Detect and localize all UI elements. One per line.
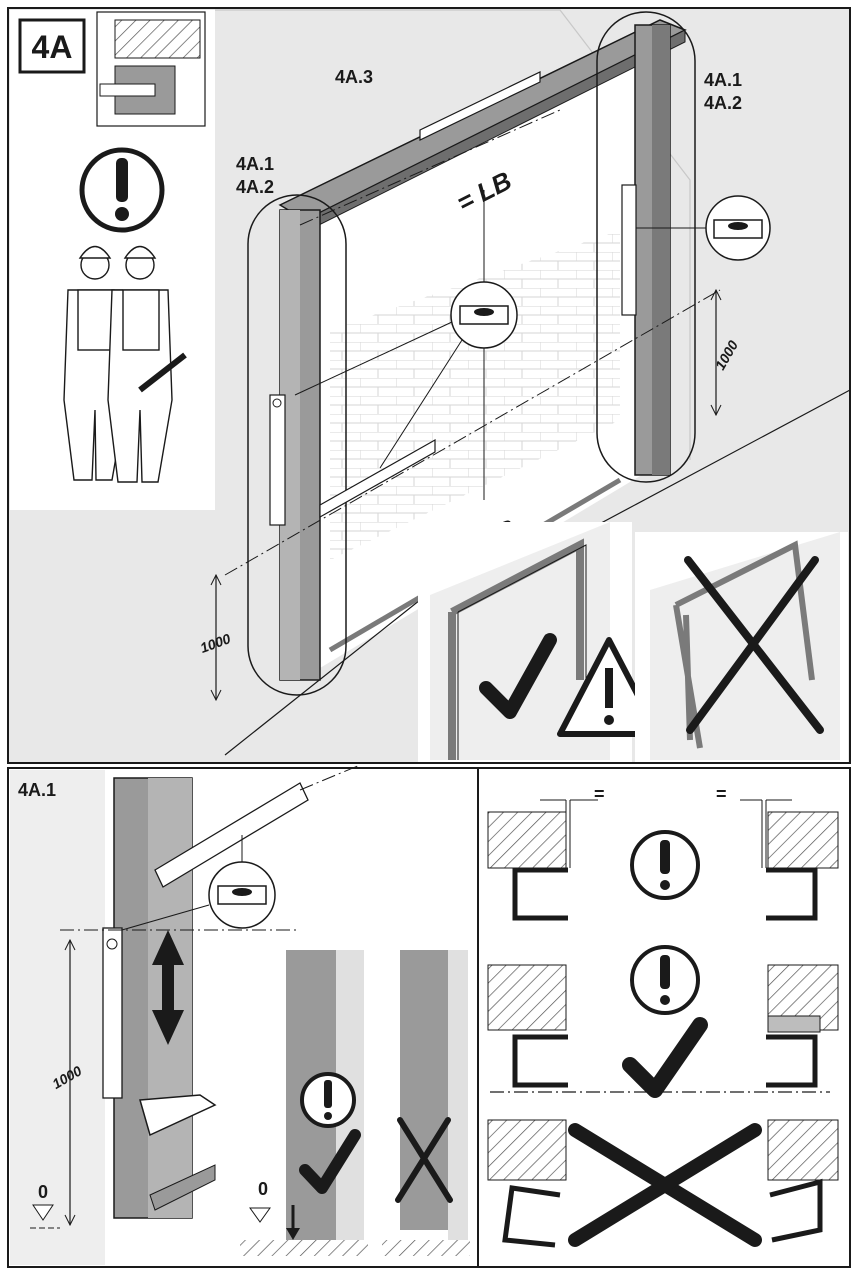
top-panel: 4A 4A.3 4A.1 4A.2: [7, 7, 851, 764]
bottom-right-panel: = =: [477, 767, 851, 1268]
right-door-post: [621, 24, 671, 476]
spirit-level-diagonal: [154, 782, 309, 888]
label-left-post-1: 4A.1: [236, 154, 274, 174]
left-post-highlight: [247, 194, 347, 696]
zero-left: 0: [38, 1182, 48, 1202]
label-right-post-1: 4A.1: [704, 70, 742, 90]
exclamation-icon: [630, 830, 700, 900]
frame-profile: [512, 867, 568, 921]
spirit-level-top: [419, 71, 541, 141]
workers-illustration: [63, 245, 187, 483]
label-left-post-2: 4A.2: [236, 177, 274, 197]
spirit-level-left: [269, 394, 286, 526]
label-bottom-left: 4A.1: [18, 780, 56, 800]
step-badge-label: 4A: [32, 29, 73, 65]
cross-icon: [568, 1123, 762, 1247]
warning-triangle-icon: [557, 637, 661, 737]
label-top-beam: 4A.3: [335, 67, 373, 87]
left-door-post: [269, 209, 321, 681]
exclamation-icon: [630, 945, 700, 1015]
frame-profile: [766, 867, 818, 921]
check-icon: [299, 1129, 361, 1194]
ground-marker-icon: [30, 1204, 60, 1229]
cross-icon: [684, 556, 824, 734]
spirit-level-floor: [319, 438, 436, 519]
cross-icon: [395, 1117, 453, 1203]
spirit-level-vertical: [102, 927, 123, 1099]
spirit-level-icon: [294, 281, 518, 469]
label-right-post-2: 4A.2: [704, 93, 742, 113]
wall-left-3: [487, 1119, 567, 1181]
ground-marker-icon: [249, 1207, 271, 1223]
wall-left-2: [487, 964, 567, 1031]
step-badge: [18, 18, 86, 74]
wall-right-1: [767, 811, 839, 869]
equal-right: =: [716, 784, 727, 804]
floor-hatch-correct: [240, 1240, 368, 1256]
spirit-level-right: [621, 184, 637, 316]
check-icon: [622, 1017, 708, 1098]
right-post-highlight: [596, 11, 696, 483]
equal-left: =: [594, 784, 605, 804]
exclamation-icon: [79, 147, 165, 233]
zero-right: 0: [258, 1179, 268, 1199]
floor-tiles: [330, 230, 620, 560]
spirit-level-icon: [636, 195, 771, 261]
bottom-left-panel: 4A.1 1000 0: [7, 764, 479, 1268]
wall-left-1: [487, 811, 567, 869]
bracket: [139, 1094, 217, 1137]
check-icon: [479, 633, 557, 719]
double-arrow-icon: [152, 930, 184, 1045]
incorrect-frame-inset: [635, 532, 848, 762]
spirit-level-icon: [121, 835, 276, 931]
correct-frame-inset: [418, 522, 661, 762]
exclamation-icon: [300, 1072, 356, 1128]
detail-inset: [96, 11, 206, 127]
wall-right-3: [767, 1119, 839, 1181]
floor-hatch-incorrect: [382, 1240, 470, 1256]
